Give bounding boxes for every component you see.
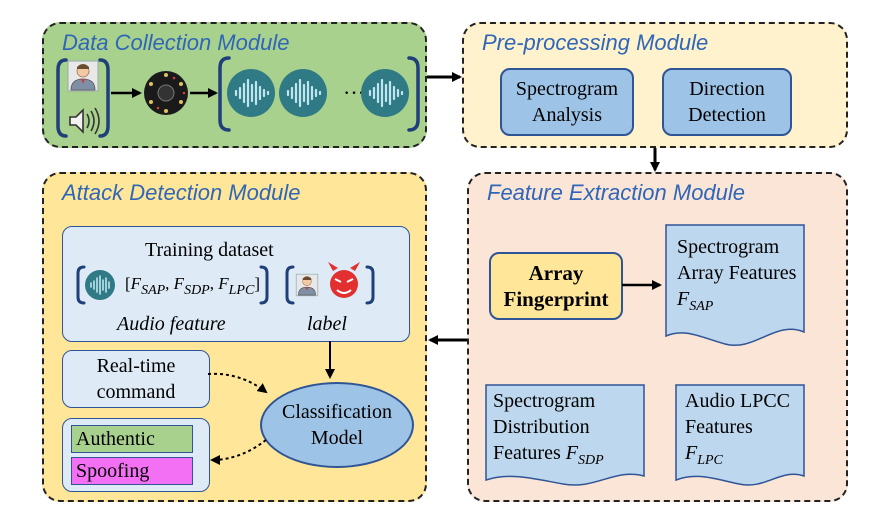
label-caption: label: [307, 313, 347, 335]
sap-feature-text: Spectrogram Array Features FSAP: [677, 236, 797, 314]
direction-detection-line2: Detection: [688, 104, 766, 126]
output-classes-box: Authentic Spoofing: [62, 418, 210, 492]
attack-detection-title: Attack Detection Module: [62, 180, 301, 205]
spoofing-label: Spoofing: [71, 457, 193, 485]
ellipsis: ···: [343, 80, 365, 105]
feature-extraction-module: Feature Extraction Module Array Fingerpr…: [467, 172, 848, 502]
realtime-command-box: Real-time command: [62, 350, 210, 408]
arrow-command-to-classifier: [207, 372, 268, 394]
preprocessing-module: Pre-processing Module Spectrogram Analys…: [462, 22, 848, 148]
realtime-command-line1: Real-time: [96, 355, 176, 377]
sdp-document-shape: [485, 384, 645, 486]
person-icon: [295, 273, 319, 297]
lpc-document-shape: [675, 384, 805, 486]
authentic-label: Authentic: [71, 425, 193, 453]
audio-waveform-icon: [359, 67, 411, 119]
feature-vector-label: [FSAP, FSDP, FLPC]: [125, 274, 260, 298]
audio-waveform-icon: [84, 269, 116, 301]
speaker-icon: [69, 107, 100, 135]
array-fingerprint-box: Array Fingerprint: [489, 252, 623, 320]
classification-model-ellipse: Classification Model: [260, 382, 414, 468]
direction-detection-line1: Direction: [689, 78, 765, 100]
training-dataset-heading: Training dataset: [145, 239, 274, 261]
spectrogram-analysis-line1: Spectrogram: [515, 78, 619, 100]
sap-feature-document: Spectrogram Array Features FSAP: [665, 224, 805, 350]
lpc-feature-document: Audio LPCC Features FLPC: [675, 384, 805, 490]
microphone-array-board-icon: [144, 71, 188, 115]
sap-document-shape: [665, 224, 805, 347]
array-fingerprint-line2: Fingerprint: [503, 287, 609, 311]
spectrogram-analysis-box: Spectrogram Analysis: [500, 68, 634, 136]
classification-line1: Classification: [282, 401, 392, 423]
classification-line2: Model: [310, 427, 364, 449]
realtime-command-line2: command: [96, 381, 176, 403]
source-bracket: [56, 58, 110, 138]
lpc-feature-text: Audio LPCC Features FLPC: [685, 390, 791, 468]
preprocessing-title: Pre-processing Module: [482, 30, 709, 55]
data-collection-title: Data Collection Module: [62, 30, 290, 55]
waveform-bracket: [218, 56, 420, 132]
sdp-feature-text: Spectrogram Distribution Features FSDP: [493, 390, 604, 468]
audio-waveform-icon: [277, 67, 329, 119]
audio-waveform-icon: [225, 67, 277, 119]
direction-detection-box: Direction Detection: [662, 68, 792, 136]
feature-extraction-title: Feature Extraction Module: [487, 180, 746, 205]
devil-face-icon: [328, 262, 360, 298]
spectrogram-analysis-line2: Analysis: [532, 104, 602, 126]
label-bracket: [285, 265, 375, 305]
person-icon: [67, 60, 99, 92]
audio-feature-bracket: [76, 265, 269, 305]
audio-feature-caption: Audio feature: [117, 313, 226, 335]
array-fingerprint-line1: Array: [528, 261, 584, 285]
arrow-classifier-to-outputs: [210, 439, 267, 465]
attack-detection-module: Attack Detection Module Training dataset…: [42, 172, 427, 502]
sdp-feature-document: Spectrogram Distribution Features FSDP: [485, 384, 645, 490]
